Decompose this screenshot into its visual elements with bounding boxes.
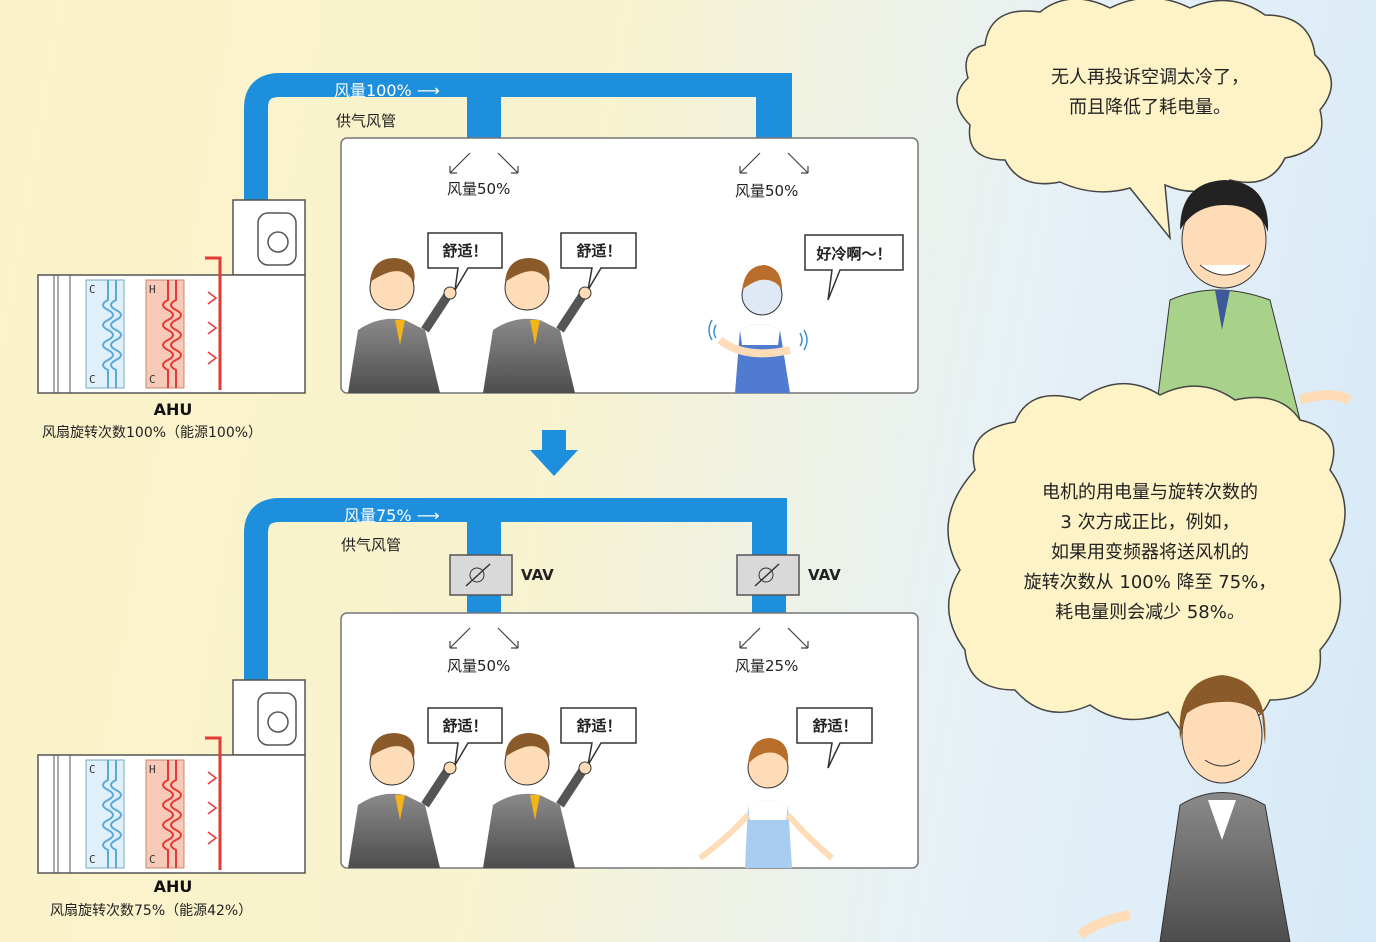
speech-comfortable-3-bottom: 舒适！ — [812, 717, 858, 735]
speech-comfortable-2-bottom: 舒适！ — [576, 717, 622, 735]
coil-label-c: C — [149, 373, 156, 386]
speech-bubbles-top — [427, 232, 904, 301]
supply-duct-top — [244, 73, 792, 200]
man-1-bottom — [348, 733, 457, 868]
coil-label-c: C — [89, 373, 96, 386]
cloud-top-line-1: 无人再投诉空调太冷了， — [1051, 67, 1249, 88]
bottom-section — [37, 498, 919, 874]
cloud-bottom-line-3: 如果用变频器将送风机的 — [1051, 542, 1249, 563]
vav-label-left: VAV — [521, 566, 554, 584]
down-arrow — [530, 430, 578, 476]
ahu-unit-bottom — [37, 679, 306, 874]
speech-cold-top: 好冷啊～！ — [816, 245, 892, 263]
outlet-arrows-left — [449, 152, 519, 174]
coil-label-h: H — [149, 283, 156, 296]
duct-label-top: 供气风管 — [336, 112, 397, 130]
cloud-bottom-line-5: 耗电量则会减少 58%。 — [1055, 602, 1245, 623]
woman-cold-top — [708, 265, 808, 393]
speech-bubbles-bottom — [427, 707, 873, 769]
vav-label-right: VAV — [808, 566, 841, 584]
speech-comfortable-2-top: 舒适！ — [576, 242, 622, 260]
outlet-airflow-left-bottom: 风量50% — [447, 657, 511, 675]
speech-comfortable-1-bottom: 舒适！ — [442, 717, 488, 735]
ahu-fan-speed-bottom: 风扇旋转次数75%（能源42%） — [50, 903, 253, 919]
coil-label-h: H — [149, 763, 156, 776]
coil-label-c: C — [89, 853, 96, 866]
supply-duct-bottom — [244, 498, 787, 680]
speech-comfortable-1-top: 舒适！ — [442, 242, 488, 260]
outlet-airflow-right-top: 风量50% — [735, 182, 799, 200]
duct-branch-right — [756, 97, 790, 140]
vav-damper-left — [449, 554, 513, 596]
thought-cloud-top — [956, 0, 1333, 241]
fan-icon — [257, 212, 297, 266]
cloud-bottom-line-4: 旋转次数从 100% 降至 75%， — [1023, 572, 1277, 593]
fan-icon — [257, 692, 297, 746]
man-2-top — [483, 258, 592, 393]
outlet-airflow-left-top: 风量50% — [447, 180, 511, 198]
heater-line — [205, 256, 222, 390]
cloud-bottom-text: 电机的用电量与旋转次数的 3 次方成正比，例如， 如果用变频器将送风机的 旋转次… — [975, 478, 1325, 628]
outlet-arrows-right — [739, 152, 809, 174]
man-2-bottom — [483, 733, 592, 868]
cloud-bottom-line-2: 3 次方成正比，例如， — [1060, 512, 1240, 533]
cloud-top-line-2: 而且降低了耗电量。 — [1069, 97, 1231, 118]
thought-cloud-bottom — [947, 383, 1346, 773]
cloud-bottom-line-1: 电机的用电量与旋转次数的 — [1042, 482, 1258, 503]
airflow-label-top: 风量100% ⟶ — [334, 81, 440, 100]
coil-label-c: C — [89, 283, 96, 296]
man-1-top — [348, 258, 457, 393]
top-section — [37, 73, 919, 394]
ahu-label-bottom: AHU — [153, 877, 193, 896]
duct-branch-left — [467, 97, 501, 140]
coil-label-c: C — [89, 763, 96, 776]
outlet-airflow-right-bottom: 风量25% — [735, 657, 799, 675]
airflow-label-bottom: 风量75% ⟶ — [344, 506, 440, 525]
ahu-unit-top — [37, 199, 306, 394]
coil-label-c: C — [149, 853, 156, 866]
ahu-fan-speed-top: 风扇旋转次数100%（能源100%） — [42, 425, 263, 441]
cooling-coil — [85, 279, 125, 389]
duct-label-bottom: 供气风管 — [341, 536, 402, 554]
cloud-top-text: 无人再投诉空调太冷了， 而且降低了耗电量。 — [1000, 63, 1300, 123]
engineer-character — [1154, 180, 1353, 421]
vav-damper-right — [736, 554, 800, 596]
woman-comfortable-bottom — [698, 738, 834, 868]
heating-coil — [145, 279, 185, 389]
ahu-label-top: AHU — [153, 400, 193, 419]
office-woman-character — [1077, 675, 1291, 942]
